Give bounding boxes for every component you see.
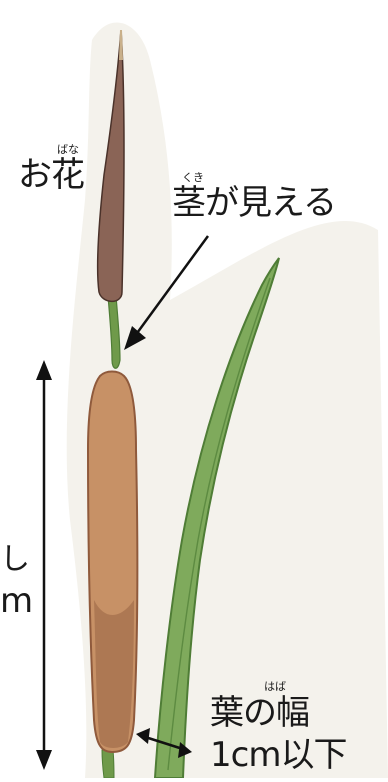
- partial-text-1: し: [0, 545, 29, 575]
- leaf-width-ruby: はば: [264, 681, 286, 692]
- spike-length-arrow-bottom: [36, 750, 52, 770]
- partial-text-2: m: [0, 584, 32, 618]
- spike-length-arrow-top: [36, 360, 52, 380]
- female-flower-shade: [94, 600, 134, 748]
- leaf-width-title: 葉の幅: [210, 696, 309, 730]
- stem-visible-label: 茎が見える: [172, 186, 336, 220]
- stem-lower: [102, 750, 114, 778]
- male-flower-ruby: ばな: [57, 144, 79, 155]
- stem-ruby: くき: [182, 172, 204, 183]
- leaf-width-value: 1cm以下: [210, 738, 346, 772]
- male-flower-label: お花: [18, 158, 84, 192]
